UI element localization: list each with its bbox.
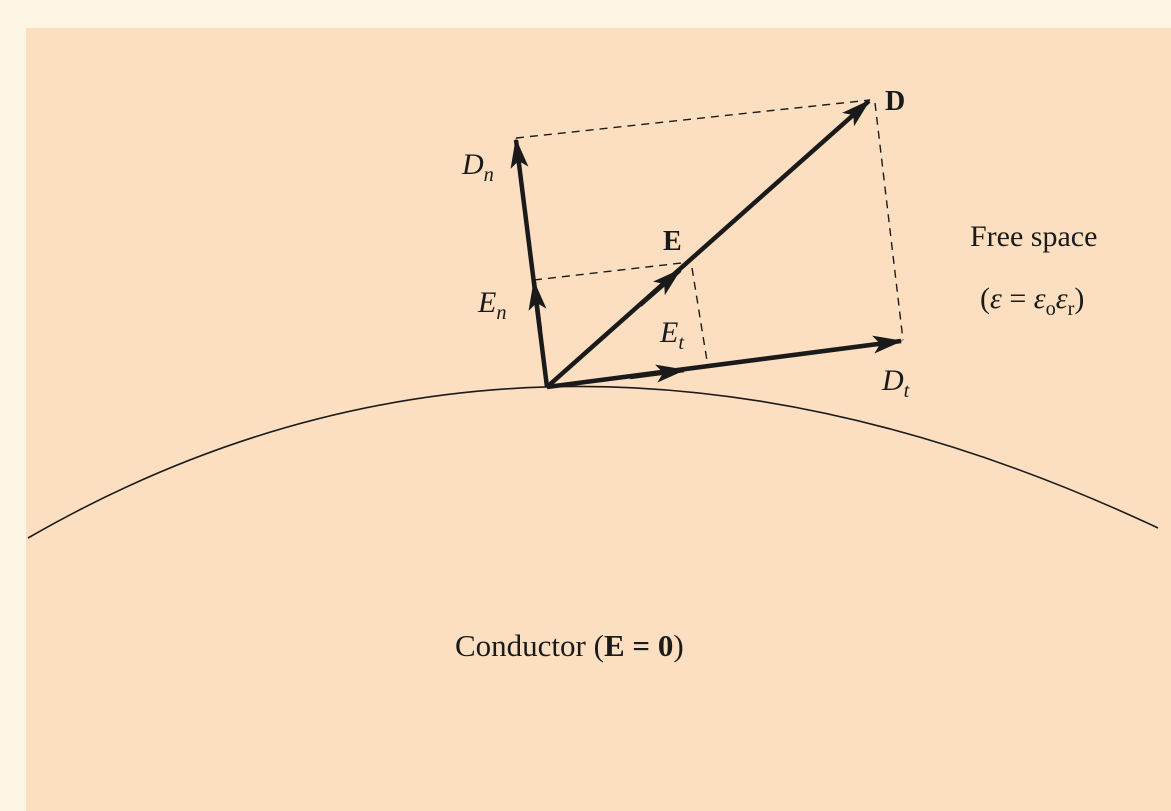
label-dt: Dt xyxy=(882,364,909,402)
fs-sub-o: o xyxy=(1045,298,1056,321)
dashed-dn-to-d xyxy=(515,99,871,139)
label-en-main: E xyxy=(478,286,497,319)
conductor-zero: 0 xyxy=(657,628,674,663)
label-dn: Dn xyxy=(462,148,494,186)
dashed-en-to-e xyxy=(533,261,691,281)
diagram-panel xyxy=(26,28,1171,811)
label-et-sub: t xyxy=(678,332,684,355)
free-space-title: Free space xyxy=(970,220,1098,253)
fs-sub-r: r xyxy=(1067,298,1075,321)
dashed-e-to-et xyxy=(691,267,709,368)
label-d: D xyxy=(885,86,906,117)
conductor-label: Conductor (E = 0) xyxy=(455,630,684,661)
label-et: Et xyxy=(660,316,684,354)
label-dt-main: D xyxy=(882,364,904,397)
dt-vector-arrow xyxy=(546,335,903,390)
fs-epsilon-0: ε xyxy=(1033,282,1046,315)
label-dn-main: D xyxy=(462,148,484,181)
d-vector-arrow xyxy=(545,99,871,389)
label-dt-sub: t xyxy=(903,380,910,403)
label-dn-sub: n xyxy=(483,164,494,187)
dashed-d-to-dt xyxy=(874,102,904,341)
dn-vector-arrow xyxy=(510,138,550,388)
fs-open-paren: ( xyxy=(980,282,990,315)
conductor-e: E xyxy=(603,628,625,663)
conductor-close: ) xyxy=(673,628,684,663)
fs-epsilon: ε xyxy=(990,282,1002,315)
fs-equals: = xyxy=(1001,282,1034,315)
fs-epsilon-r: ε xyxy=(1055,282,1068,315)
conductor-eq: = xyxy=(624,628,658,663)
field-vectors xyxy=(510,99,903,390)
label-et-main: E xyxy=(660,316,679,349)
label-en: En xyxy=(478,286,507,324)
fs-close-paren: ) xyxy=(1074,282,1085,315)
label-en-sub: n xyxy=(496,302,507,325)
label-e: E xyxy=(663,226,682,257)
et-vector-arrow xyxy=(629,364,686,383)
conductor-surface xyxy=(27,385,1159,539)
e-vector-arrow xyxy=(638,268,682,307)
conductor-text: Conductor ( xyxy=(455,628,604,663)
free-space-permittivity: (ε = εoεr) xyxy=(980,282,1085,320)
en-vector-arrow xyxy=(528,280,547,331)
dashed-construction-lines xyxy=(515,99,904,368)
